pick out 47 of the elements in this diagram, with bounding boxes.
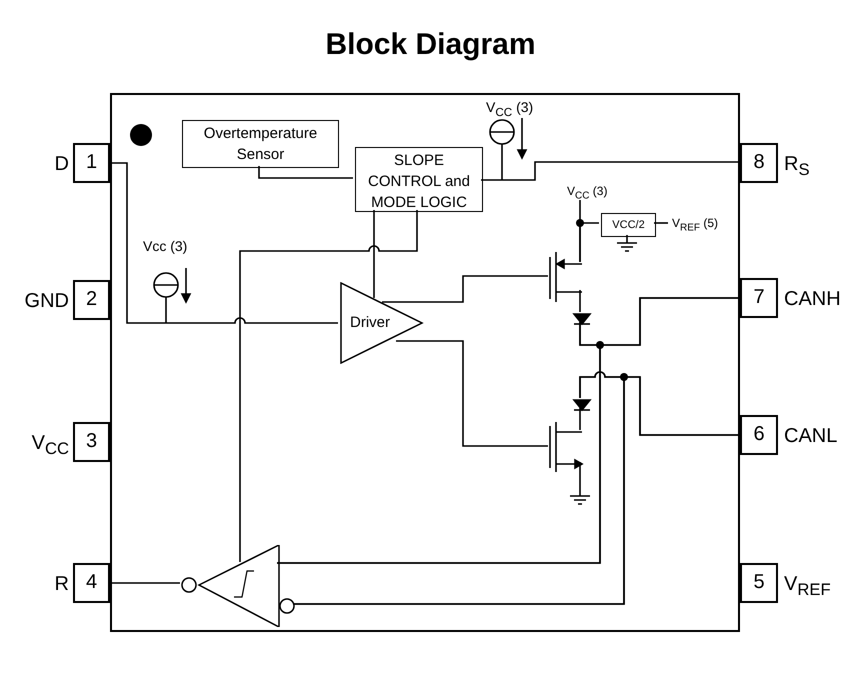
block-label: Overtemperature Sensor xyxy=(202,124,318,165)
pmos-transistor-drawing xyxy=(549,251,583,303)
wire xyxy=(382,275,548,303)
supply-label: Vcc (3) xyxy=(143,238,188,254)
wire xyxy=(293,372,625,605)
wire xyxy=(110,582,180,584)
pin-label: CANL xyxy=(784,425,838,448)
reference-label: V$_{REF}$ (5) xyxy=(672,216,718,234)
pin-number: 5 xyxy=(752,571,766,594)
wire xyxy=(110,162,338,324)
pin-label: GND xyxy=(24,290,69,313)
wire xyxy=(277,322,601,564)
pin-number: 1 xyxy=(84,151,98,174)
pin-label: D xyxy=(54,153,69,176)
wire xyxy=(373,210,375,298)
diode-symbol xyxy=(572,399,592,412)
pin-label: R xyxy=(54,573,69,596)
block-label: Driver xyxy=(350,314,390,331)
wire xyxy=(579,290,581,312)
logic-block xyxy=(355,147,483,212)
wire xyxy=(239,210,418,562)
wire xyxy=(579,408,581,430)
diagram-title: Block Diagram xyxy=(324,28,537,62)
wire xyxy=(579,222,599,262)
pin-label: V$_{CC}$ xyxy=(32,432,69,459)
nmos-transistor-drawing xyxy=(549,421,584,473)
reference-label: V$_{CC}$ (3) xyxy=(567,184,608,202)
block-label: VCC/2 xyxy=(611,218,646,232)
pin-number: 2 xyxy=(84,288,98,311)
wire xyxy=(654,222,668,224)
logic-block xyxy=(601,213,656,237)
block-label: SLOPE CONTROL and MODE LOGIC xyxy=(367,151,471,213)
diode-symbol xyxy=(572,313,592,326)
wire xyxy=(396,340,548,447)
supply-label: V$_{CC}$ (3) xyxy=(486,99,534,119)
wire xyxy=(481,161,740,181)
pin-label: R$_{S}$ xyxy=(784,153,810,180)
pin-number: 4 xyxy=(84,571,98,594)
pin-number: 6 xyxy=(752,423,766,446)
pin-number: 8 xyxy=(752,151,766,174)
logic-block xyxy=(182,120,339,168)
pin-number: 3 xyxy=(84,430,98,453)
chip-outline xyxy=(110,93,740,632)
wire xyxy=(258,166,353,179)
pin-label: V$_{REF}$ xyxy=(784,573,831,600)
pin-label: CANH xyxy=(784,288,841,311)
pin-number: 7 xyxy=(752,286,766,309)
